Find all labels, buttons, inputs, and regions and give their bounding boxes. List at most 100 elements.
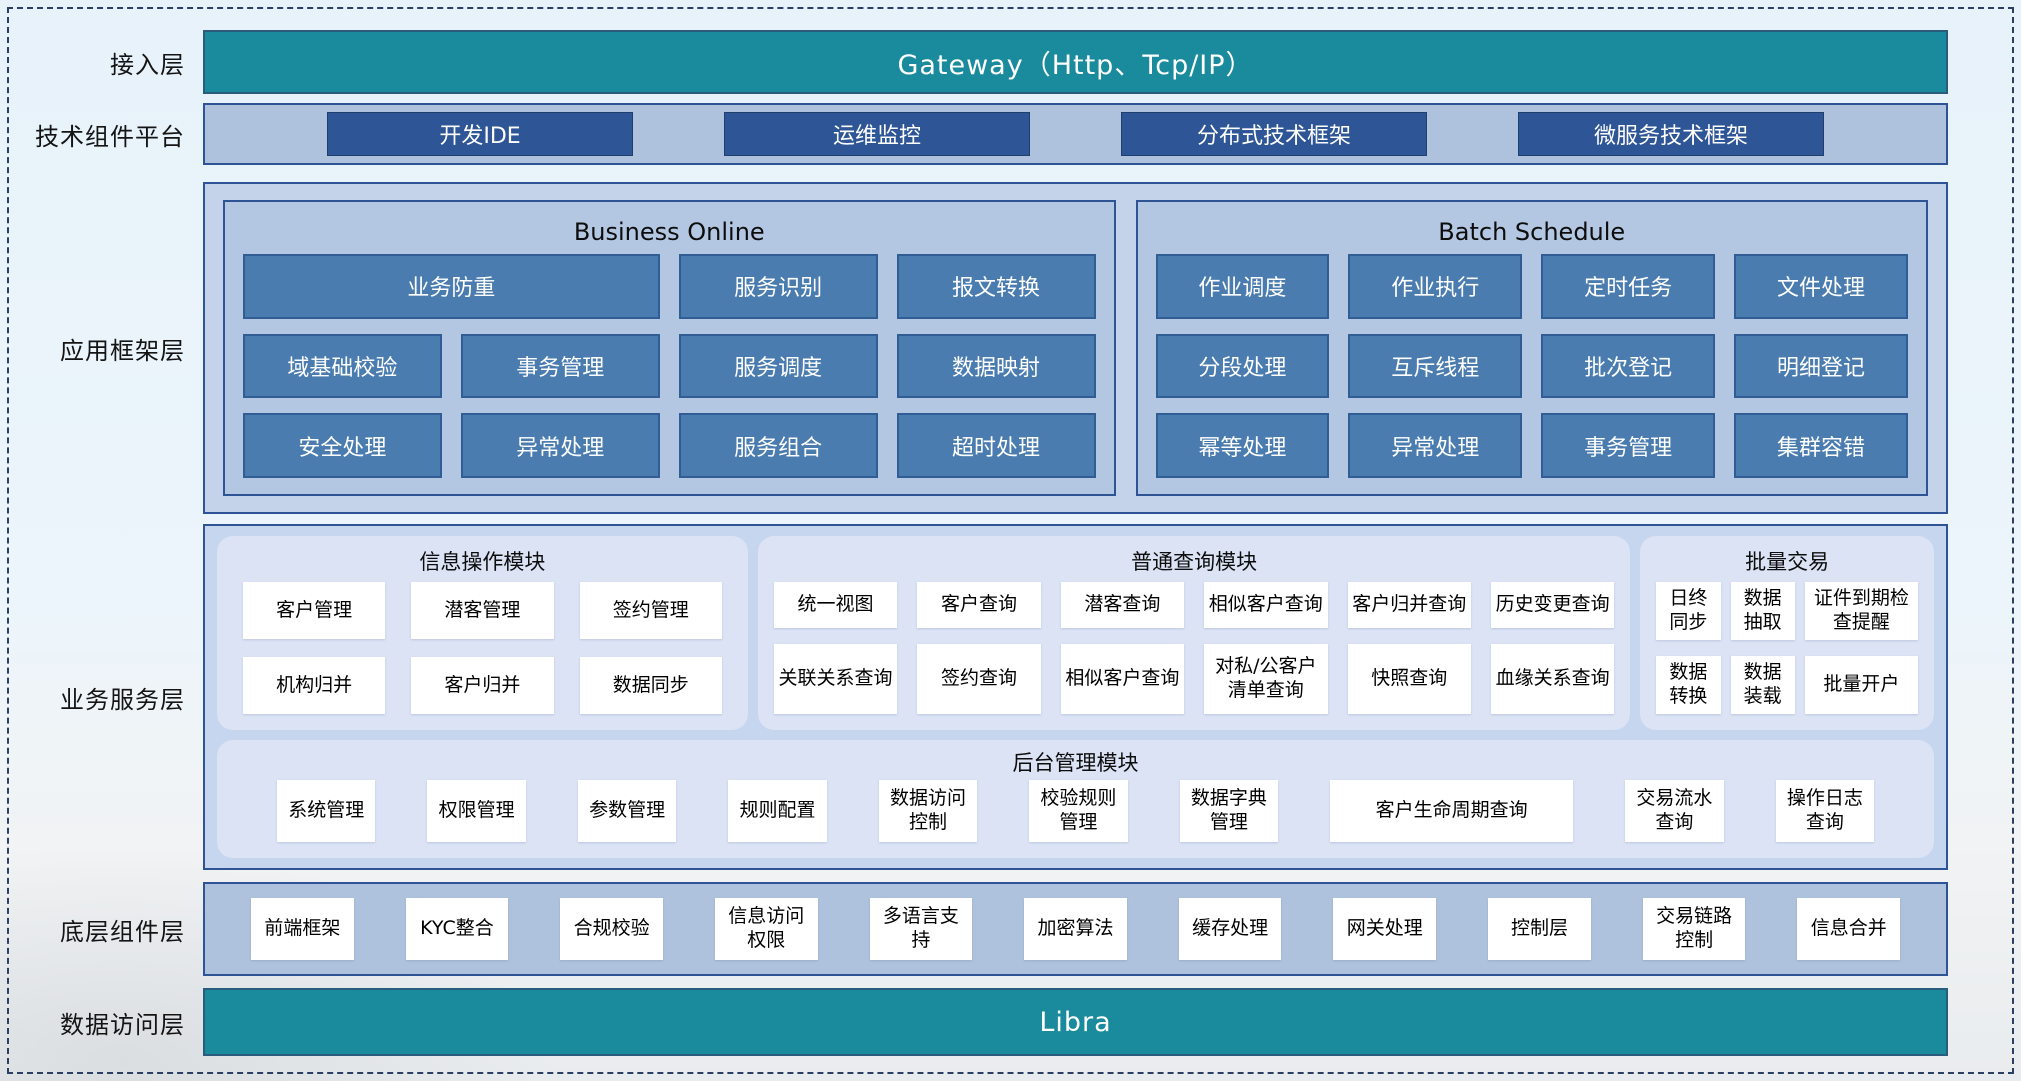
layer-label-tech: 技术组件平台: [35, 122, 185, 151]
data-access-band: 数据访问层 Libra: [0, 988, 1948, 1056]
query-module-button: 快照查询: [1347, 644, 1471, 715]
info-module-button: 签约管理: [579, 582, 722, 640]
service-top-row: 信息操作模块 客户管理潜客管理签约管理机构归并客户归并数据同步 普通查询模块 统…: [217, 536, 1934, 731]
query-module-button: 统一视图: [773, 582, 898, 629]
admin-module-title: 后台管理模块: [1012, 751, 1139, 776]
business-online-button: 域基础校验: [243, 333, 442, 399]
batch-schedule-button: 明细登记: [1734, 333, 1908, 399]
admin-module-button: 客户生命周期查询: [1330, 780, 1574, 842]
tech-button: 运维监控: [724, 112, 1030, 156]
info-operations-module: 信息操作模块 客户管理潜客管理签约管理机构归并客户归并数据同步: [217, 536, 748, 731]
query-module-button: 潜客查询: [1060, 582, 1185, 629]
layer-label-base: 底层组件层: [60, 917, 185, 946]
tech-button: 分布式技术框架: [1121, 112, 1427, 156]
business-online-button: 报文转换: [896, 254, 1096, 319]
query-module-title: 普通查询模块: [1131, 550, 1258, 574]
batch-trade-button: 日终同步: [1656, 582, 1721, 641]
business-online-panel: Business Online 业务防重服务识别报文转换域基础校验事务管理服务调…: [223, 200, 1116, 496]
base-component-button: 信息合并: [1797, 898, 1901, 960]
business-online-grid: 业务防重服务识别报文转换域基础校验事务管理服务调度数据映射安全处理异常处理服务组…: [243, 254, 1096, 478]
info-module-grid: 客户管理潜客管理签约管理机构归并客户归并数据同步: [233, 582, 732, 715]
info-module-button: 机构归并: [243, 657, 386, 715]
base-component-button: 缓存处理: [1178, 898, 1282, 960]
base-component-button: 加密算法: [1024, 898, 1127, 960]
base-component-button: KYC整合: [405, 898, 509, 960]
app-framework-panel: Business Online 业务防重服务识别报文转换域基础校验事务管理服务调…: [203, 182, 1948, 514]
business-online-button: 服务组合: [678, 413, 878, 478]
business-online-button: 事务管理: [460, 333, 660, 399]
query-module-button: 相似客户查询: [1060, 644, 1185, 715]
batch-schedule-button: 作业调度: [1155, 254, 1330, 319]
general-query-module: 普通查询模块 统一视图客户查询潜客查询相似客户查询客户归并查询历史变更查询关联关…: [757, 536, 1631, 731]
batch-trade-module: 批量交易 日终同步数据抽取证件到期检查提醒数据转换数据装载批量开户: [1640, 536, 1934, 731]
tech-button: 开发IDE: [327, 112, 633, 156]
business-online-button: 服务识别: [678, 254, 878, 319]
tech-button: 微服务技术框架: [1518, 112, 1824, 156]
business-online-button: 数据映射: [896, 333, 1096, 399]
layer-label-service: 业务服务层: [60, 685, 185, 714]
batch-trade-button: 数据装载: [1730, 656, 1795, 715]
base-component-button: 交易链路控制: [1642, 898, 1746, 960]
business-online-title: Business Online: [573, 218, 765, 246]
batch-schedule-button: 文件处理: [1734, 254, 1908, 319]
info-module-button: 客户归并: [411, 657, 554, 715]
admin-module-button: 操作日志查询: [1775, 780, 1875, 842]
libra-bar: Libra: [203, 988, 1948, 1056]
access-layer-band: 接入层 Gateway（Http、Tcp/IP）: [0, 30, 1948, 94]
layer-label-framework: 应用框架层: [60, 336, 185, 365]
admin-module: 后台管理模块 系统管理权限管理参数管理规则配置数据访问控制校验规则管理数据字典管…: [217, 740, 1934, 858]
admin-module-button: 参数管理: [577, 780, 677, 842]
batch-schedule-panel: Batch Schedule 作业调度作业执行定时任务文件处理分段处理互斥线程批…: [1135, 200, 1928, 496]
business-service-band: 业务服务层 信息操作模块 客户管理潜客管理签约管理机构归并客户归并数据同步 普通…: [0, 524, 1948, 870]
query-module-button: 客户归并查询: [1347, 582, 1471, 629]
batch-trade-grid: 日终同步数据抽取证件到期检查提醒数据转换数据装载批量开户: [1656, 582, 1918, 715]
base-component-button: 合规校验: [560, 898, 663, 960]
batch-schedule-button: 幂等处理: [1155, 413, 1330, 478]
admin-module-button: 数据字典管理: [1179, 780, 1279, 842]
batch-trade-button: 批量开户: [1804, 656, 1918, 715]
info-module-button: 数据同步: [579, 657, 722, 715]
batch-schedule-button: 作业执行: [1348, 254, 1523, 319]
base-component-button: 前端框架: [251, 898, 354, 960]
batch-schedule-button: 互斥线程: [1348, 333, 1523, 399]
gateway-bar: Gateway（Http、Tcp/IP）: [203, 30, 1948, 94]
admin-module-button: 规则配置: [728, 780, 827, 842]
batch-schedule-button: 事务管理: [1541, 413, 1716, 478]
layer-label-access: 接入层: [110, 50, 185, 79]
batch-trade-title: 批量交易: [1745, 550, 1830, 574]
business-online-button: 业务防重: [243, 254, 660, 319]
layer-label-data-access: 数据访问层: [60, 1010, 185, 1039]
app-framework-band: 应用框架层 Business Online 业务防重服务识别报文转换域基础校验事…: [0, 182, 1948, 514]
query-module-grid: 统一视图客户查询潜客查询相似客户查询客户归并查询历史变更查询关联关系查询签约查询…: [773, 582, 1615, 715]
admin-module-button: 校验规则管理: [1029, 780, 1128, 842]
batch-trade-button: 证件到期检查提醒: [1804, 582, 1918, 641]
query-module-button: 关联关系查询: [773, 644, 898, 715]
business-online-button: 超时处理: [896, 413, 1096, 478]
batch-trade-button: 数据抽取: [1730, 582, 1795, 641]
base-component-button: 多语言支持: [869, 898, 973, 960]
query-module-button: 相似客户查询: [1204, 582, 1328, 629]
admin-module-button: 数据访问控制: [878, 780, 978, 842]
query-module-button: 对私/公客户清单查询: [1204, 644, 1328, 715]
info-module-title: 信息操作模块: [419, 550, 546, 574]
base-component-button: 信息访问权限: [714, 898, 818, 960]
admin-module-row: 系统管理权限管理参数管理规则配置数据访问控制校验规则管理数据字典管理客户生命周期…: [233, 780, 1918, 842]
tech-platform-strip: 开发IDE 运维监控 分布式技术框架 微服务技术框架: [203, 103, 1948, 165]
query-module-button: 客户查询: [917, 582, 1041, 629]
admin-module-button: 系统管理: [277, 780, 376, 842]
business-service-panel: 信息操作模块 客户管理潜客管理签约管理机构归并客户归并数据同步 普通查询模块 统…: [203, 524, 1948, 870]
batch-schedule-title: Batch Schedule: [1438, 218, 1626, 246]
batch-trade-button: 数据转换: [1656, 656, 1721, 715]
business-online-button: 异常处理: [460, 413, 660, 478]
query-module-button: 血缘关系查询: [1490, 644, 1615, 715]
info-module-button: 潜客管理: [411, 582, 554, 640]
batch-schedule-button: 异常处理: [1348, 413, 1523, 478]
admin-module-button: 交易流水查询: [1625, 780, 1724, 842]
batch-schedule-button: 分段处理: [1155, 333, 1330, 399]
tech-platform-band: 技术组件平台 开发IDE 运维监控 分布式技术框架 微服务技术框架: [0, 103, 1948, 165]
batch-schedule-button: 定时任务: [1541, 254, 1716, 319]
